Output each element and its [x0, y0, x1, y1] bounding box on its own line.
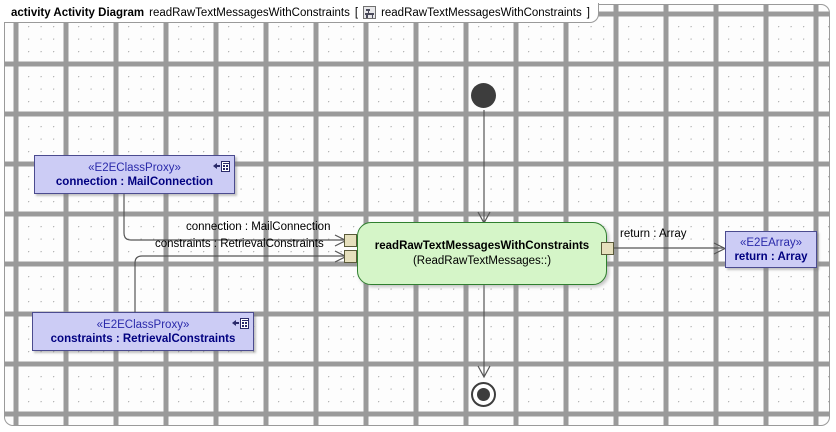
- action-node-readRawTextMessagesWithConstraints[interactable]: readRawTextMessagesWithConstraints (Read…: [357, 222, 607, 285]
- initial-node[interactable]: [471, 83, 496, 108]
- stereotype-label: «E2EClassProxy»: [88, 161, 181, 174]
- object-node-return-array[interactable]: «E2EArray» return : Array: [725, 231, 817, 268]
- object-node-constraints[interactable]: «E2EClassProxy» constraints : RetrievalC…: [32, 312, 254, 351]
- diagram-name: readRawTextMessagesWithConstraints: [149, 6, 350, 19]
- proxy-interface-icon: [213, 160, 230, 172]
- diagram-header-tab[interactable]: activity Activity Diagram readRawTextMes…: [4, 3, 599, 23]
- object-node-label: return : Array: [734, 250, 808, 263]
- proxy-interface-icon: [232, 317, 249, 329]
- edge-label-constraints: constraints : RetrievalConstraints: [155, 238, 324, 250]
- edge-label-return: return : Array: [620, 228, 687, 240]
- input-pin-connection[interactable]: [344, 234, 357, 247]
- object-node-label: connection : MailConnection: [55, 175, 214, 188]
- action-node-subtitle: (ReadRawTextMessages::): [412, 254, 552, 267]
- object-node-connection[interactable]: «E2EClassProxy» connection : MailConnect…: [34, 155, 235, 194]
- object-node-label: constraints : RetrievalConstraints: [50, 332, 236, 345]
- stereotype-label: «E2EArray»: [739, 236, 802, 249]
- input-pin-constraints[interactable]: [344, 250, 357, 263]
- diagram-keyword: activity Activity Diagram: [11, 6, 145, 19]
- bracket-close: ]: [586, 6, 590, 19]
- edge-label-connection: connection : MailConnection: [186, 221, 331, 233]
- diagram-frame-name: readRawTextMessagesWithConstraints: [381, 6, 582, 19]
- output-pin-return[interactable]: [601, 242, 614, 255]
- final-node-inner-dot: [477, 388, 490, 401]
- action-node-title: readRawTextMessagesWithConstraints: [374, 239, 590, 252]
- stereotype-label: «E2EClassProxy»: [96, 318, 190, 331]
- activity-diagram-icon: [363, 6, 377, 19]
- activity-final-node[interactable]: [471, 382, 496, 407]
- diagram-frame: [4, 4, 830, 426]
- bracket-open: [: [354, 6, 359, 19]
